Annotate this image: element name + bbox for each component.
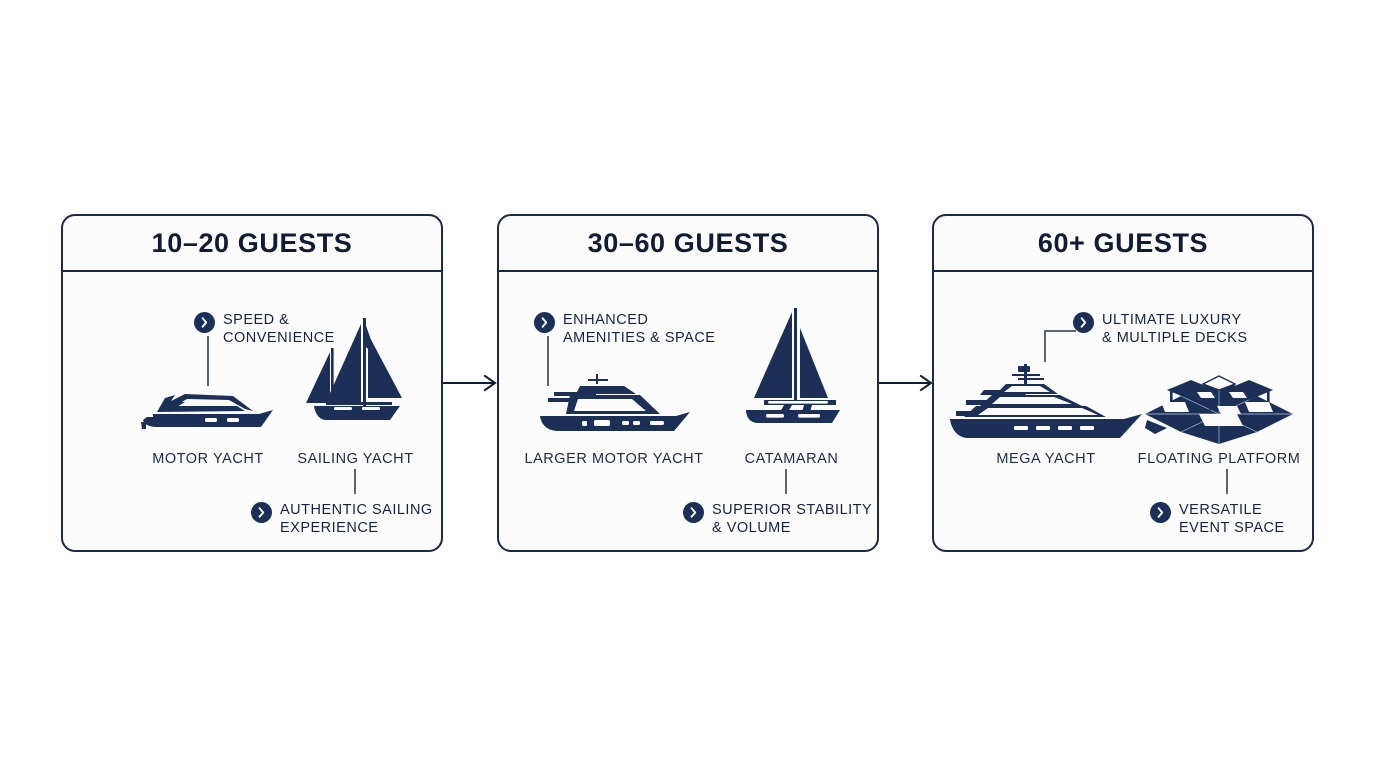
- callout-line-1: SUPERIOR STABILITY: [712, 502, 873, 518]
- arrow-panel2-to-panel3: [879, 374, 935, 392]
- vessel-label: MEGA YACHT: [996, 451, 1096, 467]
- leader-line-ultimate-luxury-vertical: [1044, 330, 1046, 362]
- callout-text: SUPERIOR STABILITY & VOLUME: [712, 501, 872, 537]
- vessel-label: FLOATING PLATFORM: [1137, 451, 1301, 467]
- vessel-motor-yacht: MOTOR YACHT: [108, 272, 308, 502]
- vessel-label: SAILING YACHT: [297, 451, 414, 467]
- panel-body: SPEED & CONVENIENCE: [63, 272, 441, 552]
- callout-line-2: EXPERIENCE: [280, 520, 379, 536]
- callout-line-2: & VOLUME: [712, 520, 791, 536]
- callout-line-1: VERSATILE: [1179, 502, 1263, 518]
- sailing-yacht-icon: [304, 310, 408, 427]
- leader-line-speed-convenience: [207, 336, 209, 386]
- catamaran-icon: [740, 302, 844, 429]
- chevron-right-icon: [1073, 312, 1094, 333]
- callout-versatile-event-space: VERSATILE EVENT SPACE: [1150, 501, 1285, 537]
- callout-line-2: AMENITIES & SPACE: [563, 330, 716, 346]
- panel-title: 30–60 GUESTS: [587, 227, 789, 258]
- callout-speed-convenience: SPEED & CONVENIENCE: [194, 311, 335, 347]
- vessel-sailing-yacht: SAILING YACHT: [268, 272, 443, 502]
- callout-line-2: CONVENIENCE: [223, 330, 335, 346]
- arrow-panel1-to-panel2: [443, 374, 499, 392]
- callout-enhanced-amenities-space: ENHANCED AMENITIES & SPACE: [534, 311, 715, 347]
- callout-text: VERSATILE EVENT SPACE: [1179, 501, 1285, 537]
- callout-authentic-sailing-experience: AUTHENTIC SAILING EXPERIENCE: [251, 501, 433, 537]
- vessel-larger-motor-yacht: LARGER MOTOR YACHT: [514, 272, 714, 502]
- vessel-catamaran: CATAMARAN: [709, 272, 874, 502]
- leader-line-ultimate-luxury-horizontal: [1044, 330, 1076, 332]
- panel-body: ULTIMATE LUXURY & MULTIPLE DECKS: [934, 272, 1312, 552]
- chevron-right-icon: [534, 312, 555, 333]
- panel-30-60-guests: 30–60 GUESTS ENHANCED AMENITIES & SPACE: [497, 214, 879, 552]
- panel-10-20-guests: 10–20 GUESTS SPEED & CONVENIENCE: [61, 214, 443, 552]
- vessel-label: CATAMARAN: [744, 451, 839, 467]
- panel-body: ENHANCED AMENITIES & SPACE: [499, 272, 877, 552]
- panel-title: 60+ GUESTS: [1037, 227, 1209, 258]
- panel-header: 30–60 GUESTS: [499, 216, 877, 272]
- mega-yacht-icon: [948, 364, 1144, 445]
- callout-line-1: ULTIMATE LUXURY: [1102, 312, 1242, 328]
- panel-header: 60+ GUESTS: [934, 216, 1312, 272]
- larger-motor-yacht-icon: [536, 374, 692, 439]
- chevron-right-icon: [683, 502, 704, 523]
- callout-text: AUTHENTIC SAILING EXPERIENCE: [280, 501, 433, 537]
- callout-text: ENHANCED AMENITIES & SPACE: [563, 311, 715, 347]
- callout-text: SPEED & CONVENIENCE: [223, 311, 335, 347]
- panel-60-plus-guests: 60+ GUESTS ULTIMATE LUXURY & MULTIPLE DE…: [932, 214, 1314, 552]
- panel-header: 10–20 GUESTS: [63, 216, 441, 272]
- leader-line-enhanced-amenities: [547, 336, 549, 386]
- vessel-floating-platform: FLOATING PLATFORM: [1129, 272, 1309, 502]
- leader-line-superior-stability: [785, 469, 787, 494]
- callout-superior-stability-volume: SUPERIOR STABILITY & VOLUME: [683, 501, 872, 537]
- callout-line-2: & MULTIPLE DECKS: [1102, 330, 1248, 346]
- leader-line-authentic-sailing: [354, 469, 356, 494]
- chevron-right-icon: [1150, 502, 1171, 523]
- vessel-label: MOTOR YACHT: [152, 451, 264, 467]
- chevron-right-icon: [194, 312, 215, 333]
- callout-line-1: AUTHENTIC SAILING: [280, 502, 433, 518]
- leader-line-versatile-event-space: [1226, 469, 1228, 494]
- callout-line-2: EVENT SPACE: [1179, 520, 1285, 536]
- vessel-mega-yacht: MEGA YACHT: [941, 272, 1151, 502]
- callout-line-1: ENHANCED: [563, 312, 649, 328]
- panel-title: 10–20 GUESTS: [151, 227, 353, 258]
- floating-platform-icon: [1145, 356, 1293, 449]
- callout-text: ULTIMATE LUXURY & MULTIPLE DECKS: [1102, 311, 1248, 347]
- motor-yacht-icon: [141, 384, 275, 439]
- chevron-right-icon: [251, 502, 272, 523]
- vessel-label: LARGER MOTOR YACHT: [524, 451, 704, 467]
- callout-line-1: SPEED &: [223, 312, 290, 328]
- callout-ultimate-luxury-multiple-decks: ULTIMATE LUXURY & MULTIPLE DECKS: [1073, 311, 1248, 347]
